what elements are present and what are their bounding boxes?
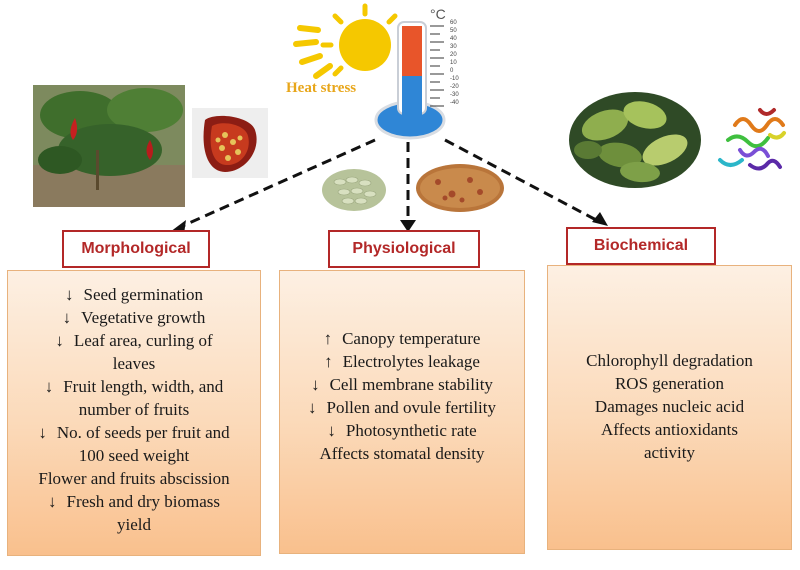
- effect-text: Affects antioxidants: [600, 420, 739, 439]
- effect-text: yield: [117, 515, 151, 534]
- morphological-effects-list: ↓Seed germination↓Vegetative growth↓Leaf…: [8, 271, 260, 536]
- down-arrow-icon: ↓: [327, 421, 336, 440]
- effect-text: Electrolytes leakage: [342, 352, 480, 371]
- effect-item: ↑ Canopy temperature: [280, 327, 524, 350]
- unit-label: °C: [430, 6, 446, 22]
- effect-text: Flower and fruits abscission: [38, 469, 230, 488]
- effect-text: Fresh and dry biomass: [66, 492, 220, 511]
- effect-text: No. of seeds per fruit and: [56, 423, 230, 442]
- effect-item: Affects stomatal density: [280, 442, 524, 465]
- temperature-tick-label: 10: [450, 60, 457, 66]
- down-arrow-icon: ↓: [311, 375, 320, 394]
- effect-item: ↓ Pollen and ovule fertility: [280, 396, 524, 419]
- protein-structure-icon: [718, 108, 786, 171]
- temperature-tick-label: 40: [450, 36, 457, 42]
- leaves-photo: [569, 92, 701, 188]
- dashed-arrows: [177, 138, 601, 230]
- heat-stress-label: Heat stress: [286, 80, 357, 96]
- morphological-panel: ↓Seed germination↓Vegetative growth↓Leaf…: [7, 270, 261, 556]
- temperature-tick-label: -40: [450, 100, 459, 106]
- down-arrow-icon: ↓: [62, 308, 72, 327]
- temperature-tick-label: -10: [450, 76, 459, 82]
- effect-text: Pollen and ovule fertility: [326, 398, 497, 417]
- temperature-tick-label: -30: [450, 92, 459, 98]
- effect-item: ↓ Vegetative growth: [8, 306, 260, 329]
- morphological-label: Morphological: [62, 230, 210, 268]
- down-arrow-icon: ↓: [38, 423, 47, 442]
- temperature-tick-label: 0: [450, 68, 454, 74]
- effect-text: Leaf area, curling of: [73, 331, 213, 350]
- temperature-tick-label: 60: [450, 20, 457, 26]
- biochemical-label: Biochemical: [566, 227, 716, 265]
- effect-item: ↓ Seed germination: [8, 283, 260, 306]
- pollen-micrograph-photo: [322, 169, 386, 211]
- effect-item: Damages nucleic acid: [548, 395, 791, 418]
- down-arrow-icon: ↓: [308, 398, 317, 417]
- effect-item: activity: [548, 441, 791, 464]
- effect-text: Photosynthetic rate: [345, 421, 477, 440]
- effect-item: Chlorophyll degradation: [548, 349, 791, 372]
- down-arrow-icon: ↓: [44, 377, 54, 396]
- sun-icon: [293, 3, 398, 79]
- effect-item: ↓ Leaf area, curling of: [8, 329, 260, 352]
- effect-item: yield: [8, 513, 260, 536]
- effect-text: Chlorophyll degradation: [586, 351, 753, 370]
- effect-item: ↓ Photosynthetic rate: [280, 419, 524, 442]
- effect-text: Seed germination: [83, 285, 203, 304]
- effect-item: Affects antioxidants: [548, 418, 791, 441]
- effect-item: number of fruits: [8, 398, 260, 421]
- temperature-tick-label: 30: [450, 44, 457, 50]
- effect-item: ↓ Fruit length, width, and: [8, 375, 260, 398]
- effect-text: leaves: [112, 354, 156, 373]
- effect-text: number of fruits: [78, 400, 190, 419]
- effect-text: ROS generation: [614, 374, 725, 393]
- effect-item: ROS generation: [548, 372, 791, 395]
- effect-text: Affects stomatal density: [319, 444, 485, 463]
- cut-fruit-photo: [192, 108, 268, 178]
- effect-text: Canopy temperature: [342, 329, 481, 348]
- temperature-tick-label: 20: [450, 52, 457, 58]
- temperature-tick-label: -20: [450, 84, 459, 90]
- effect-text: Cell membrane stability: [329, 375, 493, 394]
- ovule-micrograph-photo: [416, 164, 504, 212]
- effect-item: leaves: [8, 352, 260, 375]
- temperature-tick-label: 50: [450, 28, 457, 34]
- effect-item: ↓ No. of seeds per fruit and: [8, 421, 260, 444]
- up-arrow-icon: ↑: [324, 352, 333, 371]
- down-arrow-icon: ↓: [55, 331, 64, 350]
- effect-item: ↑ Electrolytes leakage: [280, 350, 524, 373]
- effect-text: Damages nucleic acid: [594, 397, 745, 416]
- effect-text: 100 seed weight: [78, 446, 190, 465]
- physiological-effects-list: ↑ Canopy temperature ↑ Electrolytes leakage…: [280, 271, 524, 465]
- effect-item: ↓ Fresh and dry biomass: [8, 490, 260, 513]
- effect-text: Vegetative growth: [81, 308, 206, 327]
- thermometer-icon: [374, 21, 446, 140]
- physiological-label: Physiological: [328, 230, 480, 268]
- effect-item: Flower and fruits abscission: [8, 467, 260, 490]
- up-arrow-icon: ↑: [323, 329, 333, 348]
- down-arrow-icon: ↓: [48, 492, 57, 511]
- effect-text: activity: [644, 443, 695, 462]
- down-arrow-icon: ↓: [65, 285, 74, 304]
- effect-item: 100 seed weight: [8, 444, 260, 467]
- effect-item: ↓ Cell membrane stability: [280, 373, 524, 396]
- physiological-panel: ↑ Canopy temperature ↑ Electrolytes leakage…: [279, 270, 525, 554]
- pepper-plant-photo: [33, 85, 185, 207]
- effect-text: Fruit length, width, and: [63, 377, 224, 396]
